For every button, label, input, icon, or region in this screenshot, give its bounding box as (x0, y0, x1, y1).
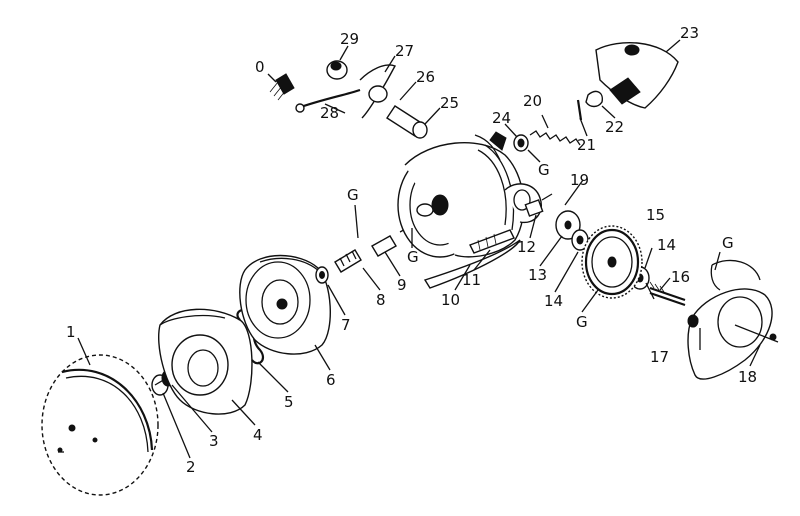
label-4: 4 (253, 426, 263, 444)
part-18-screw (687, 314, 699, 328)
pawl-group (269, 60, 428, 139)
label-21: 21 (577, 136, 596, 154)
label-17: 17 (650, 348, 669, 366)
label-18: 18 (738, 368, 757, 386)
label-9: 9 (397, 276, 407, 294)
label-16: 16 (671, 268, 690, 286)
part-13-14-washers (555, 210, 650, 290)
label-11: 11 (462, 271, 481, 289)
label-10: 10 (441, 291, 460, 309)
label-3: 3 (209, 432, 219, 450)
label-g-body: G (407, 248, 419, 266)
label-g-gear: G (576, 313, 588, 331)
part-16-shaft (645, 281, 686, 307)
part-1-cover (41, 354, 159, 496)
label-2: 2 (186, 458, 196, 476)
label-20: 20 (523, 92, 542, 110)
label-g-plate: G (722, 234, 734, 252)
part-15-gear (581, 225, 643, 299)
label-12: 12 (517, 238, 536, 256)
part-23-cap (595, 42, 679, 109)
label-8: 8 (376, 291, 386, 309)
label-19: 19 (570, 171, 589, 189)
part-labels: 0 1 2 3 4 5 6 7 8 9 10 11 12 13 14 14 15… (66, 24, 757, 476)
click-spring-group (513, 90, 603, 152)
label-26: 26 (416, 68, 435, 86)
label-27: 27 (395, 42, 414, 60)
label-29: 29 (340, 30, 359, 48)
part-17-plate (687, 259, 779, 380)
label-7: 7 (341, 316, 351, 334)
label-14-upper: 14 (657, 236, 676, 254)
label-6: 6 (326, 371, 336, 389)
label-15: 15 (646, 206, 665, 224)
label-24: 24 (492, 109, 511, 127)
label-g-shaft: G (347, 186, 359, 204)
label-g-click: G (538, 161, 550, 179)
label-5: 5 (284, 393, 294, 411)
label-25: 25 (440, 94, 459, 112)
label-1: 1 (66, 323, 76, 341)
part-4-housing (158, 308, 253, 415)
label-0: 0 (255, 58, 265, 76)
label-14-lower: 14 (544, 292, 563, 310)
label-13: 13 (528, 266, 547, 284)
part-7-washer (315, 266, 329, 284)
label-22: 22 (605, 118, 624, 136)
label-28: 28 (320, 104, 339, 122)
label-23: 23 (680, 24, 699, 42)
leader-lines (77, 39, 761, 459)
main-reel-body (397, 131, 553, 289)
part-6-spool (239, 254, 331, 355)
